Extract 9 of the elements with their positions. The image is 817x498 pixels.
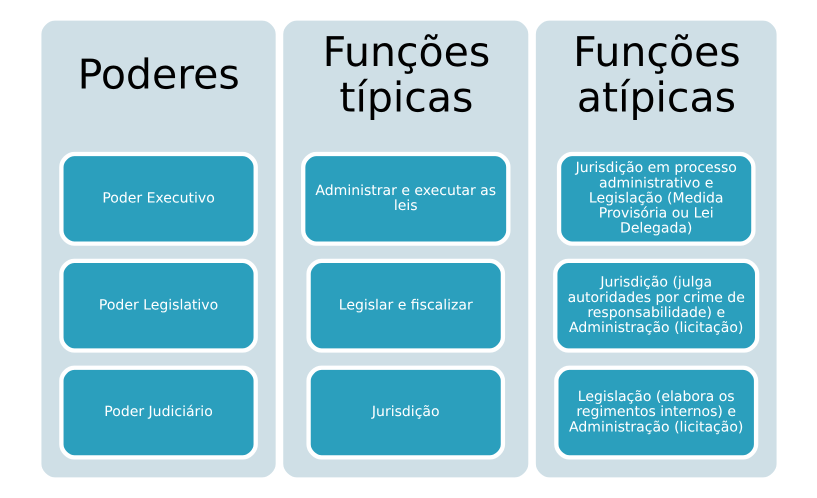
node-box: Jurisdição: [306, 366, 505, 460]
node-box: Administrar e executar as leis: [300, 152, 510, 246]
node-box: Poder Executivo: [58, 152, 258, 246]
node-box: Poder Legislativo: [58, 258, 258, 353]
node-box: Legislar e fiscalizar: [306, 258, 505, 353]
node-box: Jurisdição em processo administrativo e Legislação (Medida Provisória ou Lei Delegada): [556, 152, 756, 246]
node-box: Legislação (elabora os regimentos internos) e Administração (licitação): [554, 366, 758, 460]
node-box: Jurisdição (julga autoridades por crime de responsabilidade) e Administração (licitação): [552, 258, 759, 353]
node-box: Poder Judiciário: [58, 366, 258, 460]
